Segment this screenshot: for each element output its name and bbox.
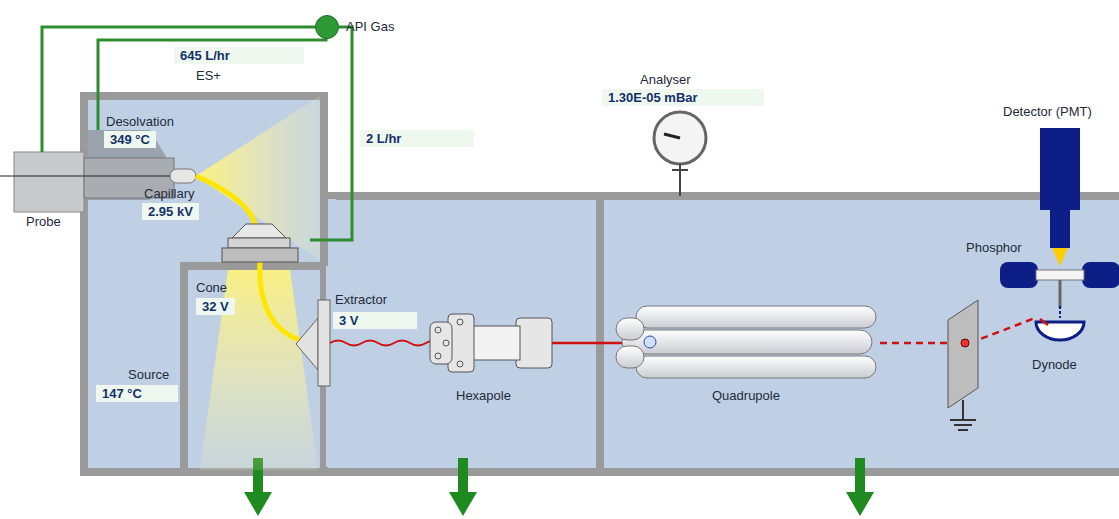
gas-supply-label: API Gas [346,19,394,35]
gas-line [310,27,352,240]
part-name: Quadrupole [712,388,780,404]
part-name: Phosphor [966,240,1022,256]
cone-label: Cone [196,280,227,296]
probe-label: Probe [26,214,61,230]
part-name: Detector (PMT) [1003,104,1092,120]
cone-node: Cone 32 V [192,222,310,318]
temperature-value: 147 °C [96,385,178,402]
gas-line-path [42,27,315,152]
cone-voltage-value: 32 V [196,298,235,315]
gas-supply-node: API Gas [315,15,339,39]
flow-rate-value: 2 L/hr [360,130,474,147]
part-name: Extractor [335,292,387,308]
flow-rate-value: 645 L/hr [174,47,304,64]
part-name: Analyser [640,72,691,88]
gas-line-path [310,27,352,240]
part-name: Desolvation [106,114,174,130]
pressure-value: 1.30E-05 mBar [602,89,764,106]
voltage-value: 3 V [333,312,417,329]
probe-node: Probe [14,152,84,232]
part-name: Source [128,367,169,383]
temperature-value: 349 °C [104,131,156,148]
part-name: Hexapole [456,388,511,404]
part-name: Capillary [144,186,195,202]
part-name: Dynode [1032,357,1077,373]
voltage-value: 2.95 kV [142,203,199,220]
gas-line [42,27,315,152]
ion-mode-label: ES+ [196,68,221,84]
